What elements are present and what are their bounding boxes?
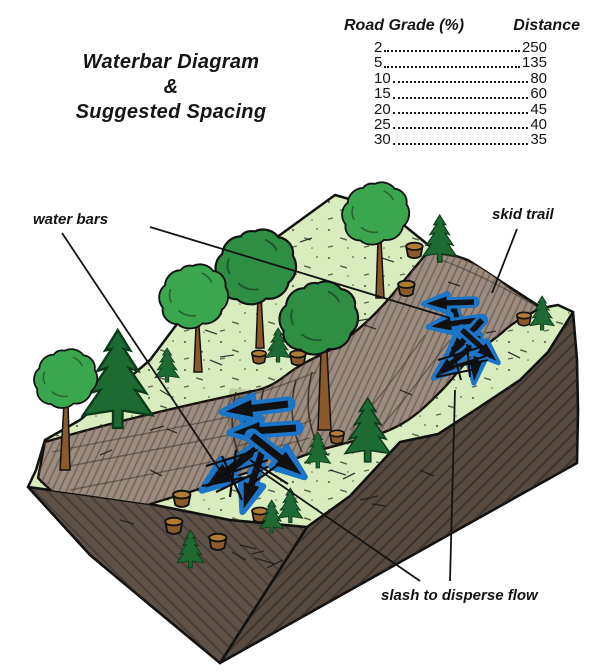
table-row: 30 35 [374, 131, 547, 149]
deciduous-tree [33, 348, 99, 409]
distance-value: 60 [530, 85, 547, 103]
front-face-left [26, 485, 309, 665]
dot-leader [392, 112, 529, 115]
deciduous-tree [278, 280, 360, 356]
distance-value: 40 [530, 116, 547, 134]
table-row: 2 250 [374, 39, 547, 56]
leader-slash-right [449, 389, 456, 582]
waterbar-group-right [423, 293, 504, 386]
slash-scribble [435, 343, 489, 381]
title-line-2: & [163, 76, 179, 98]
grade-value: 15 [374, 85, 391, 103]
spacing-table: Road Grade (%) Distance 2 250 5 135 10 80 1… [344, 16, 580, 148]
stump [208, 532, 228, 551]
title-line-3: Suggested Spacing [75, 101, 267, 123]
diagram-title: Waterbar Diagram & Suggested Spacing [40, 50, 302, 125]
conifer-tree [422, 214, 458, 263]
distance-value: 35 [530, 131, 547, 149]
leader-slash-left [261, 471, 421, 582]
dot-leader [392, 142, 529, 145]
waterbar-group-left [194, 392, 312, 516]
stump [397, 279, 416, 298]
dot-leader [392, 127, 529, 130]
table-row: 5 135 [374, 54, 547, 72]
skid-trail-label: skid trail [492, 206, 554, 223]
stump [172, 489, 192, 508]
stump [251, 349, 268, 365]
grade-value: 25 [374, 116, 391, 134]
table-row: 10 80 [374, 69, 547, 87]
leader-water-bars-right [149, 226, 451, 319]
column-header-road-grade: Road Grade (%) [344, 17, 465, 34]
title-line-1: Waterbar Diagram [82, 51, 260, 73]
deciduous-tree [158, 263, 230, 330]
stump [405, 241, 424, 260]
leader-water-bars-left [61, 232, 226, 479]
dot-leader [384, 50, 520, 53]
deciduous-tree [341, 181, 411, 246]
dot-leader [392, 81, 529, 84]
leader-lines [61, 226, 518, 582]
grade-value: 30 [374, 131, 391, 149]
trees [33, 181, 555, 569]
slash-to-disperse-flow-label: slash to disperse flow [381, 587, 538, 604]
stump [328, 429, 346, 445]
distance-value: 250 [521, 39, 547, 56]
distance-value: 135 [521, 54, 547, 72]
skid-trail-path [36, 250, 542, 519]
table-row: 25 40 [374, 116, 547, 134]
stump [164, 516, 184, 535]
leader-skid-trail [491, 228, 518, 294]
grade-value: 2 [374, 39, 383, 56]
distance-value: 45 [530, 100, 547, 118]
dot-leader [392, 96, 529, 99]
grade-value: 20 [374, 100, 391, 118]
slash-scribble [201, 448, 289, 501]
water-bars-label: water bars [33, 211, 109, 228]
column-header-distance: Distance [513, 17, 580, 34]
distance-value: 80 [530, 69, 547, 87]
dot-leader [384, 65, 520, 68]
grade-value: 5 [374, 54, 383, 72]
grade-value: 10 [374, 69, 391, 87]
stump [515, 311, 533, 327]
